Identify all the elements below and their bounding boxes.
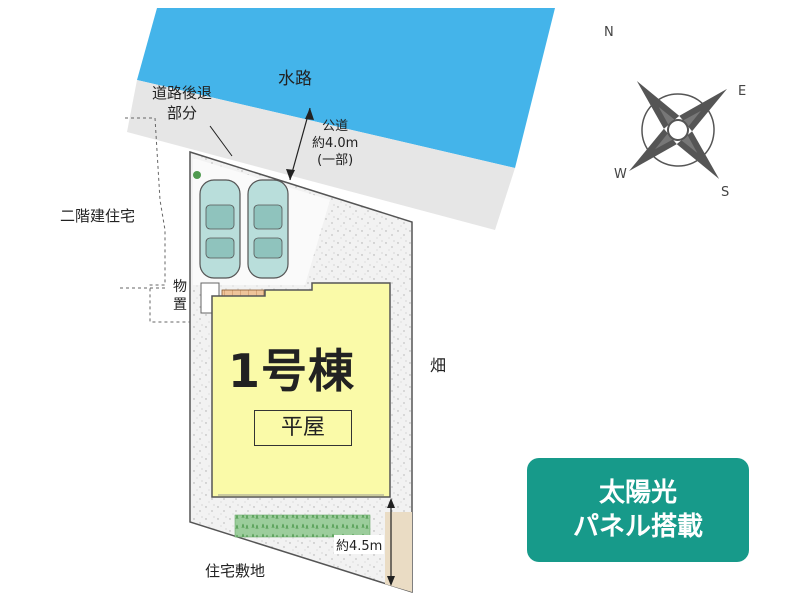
garden-bed [234, 514, 371, 538]
storage-label: 物 置 [171, 278, 189, 314]
compass-east-letter: E [738, 84, 746, 99]
road-label-line1: 公道 [322, 119, 349, 134]
parked-car-1 [199, 179, 241, 279]
neighbor-house-label: 二階建住宅 [60, 207, 136, 225]
field-label: 畑 [430, 356, 447, 375]
setback-label-line2: 部分 [167, 104, 198, 122]
road-label-line2: 約4.0m [312, 136, 359, 151]
residential-site-label: 住宅敷地 [205, 562, 266, 580]
solar-panel-badge: 太陽光 パネル搭載 [527, 458, 749, 562]
road-width-arrow [286, 107, 314, 181]
setback-label: 道路後退 部分 [152, 83, 212, 123]
setback-leader [209, 125, 233, 157]
shrub [193, 171, 201, 179]
storage-label-line2: 置 [173, 297, 187, 313]
building-type-box: 平屋 [254, 410, 352, 446]
compass-west-letter: W [614, 167, 627, 182]
setback-label-line1: 道路後退 [152, 84, 213, 102]
waterway-label: 水路 [278, 69, 312, 89]
storage-label-line1: 物 [173, 279, 187, 295]
compass-north-letter: N [604, 25, 614, 40]
road-label-line3: (一部) [317, 153, 354, 168]
south-dimension-arrow [387, 498, 395, 586]
solar-badge-line2: パネル搭載 [572, 512, 703, 542]
compass-south-letter: S [721, 185, 729, 200]
compass-rose [628, 80, 728, 180]
solar-badge-line1: 太陽光 [598, 478, 677, 508]
south-dimension-label: 約4.5m [334, 535, 385, 554]
neighbor-boundary-west [125, 117, 190, 323]
road-label: 公道 約4.0m (一部) [312, 118, 358, 169]
south-yard [385, 512, 412, 592]
building-name: 1号棟 [228, 344, 356, 398]
parked-car-2 [247, 179, 289, 279]
waterway-band [137, 8, 555, 168]
public-road [127, 80, 515, 230]
